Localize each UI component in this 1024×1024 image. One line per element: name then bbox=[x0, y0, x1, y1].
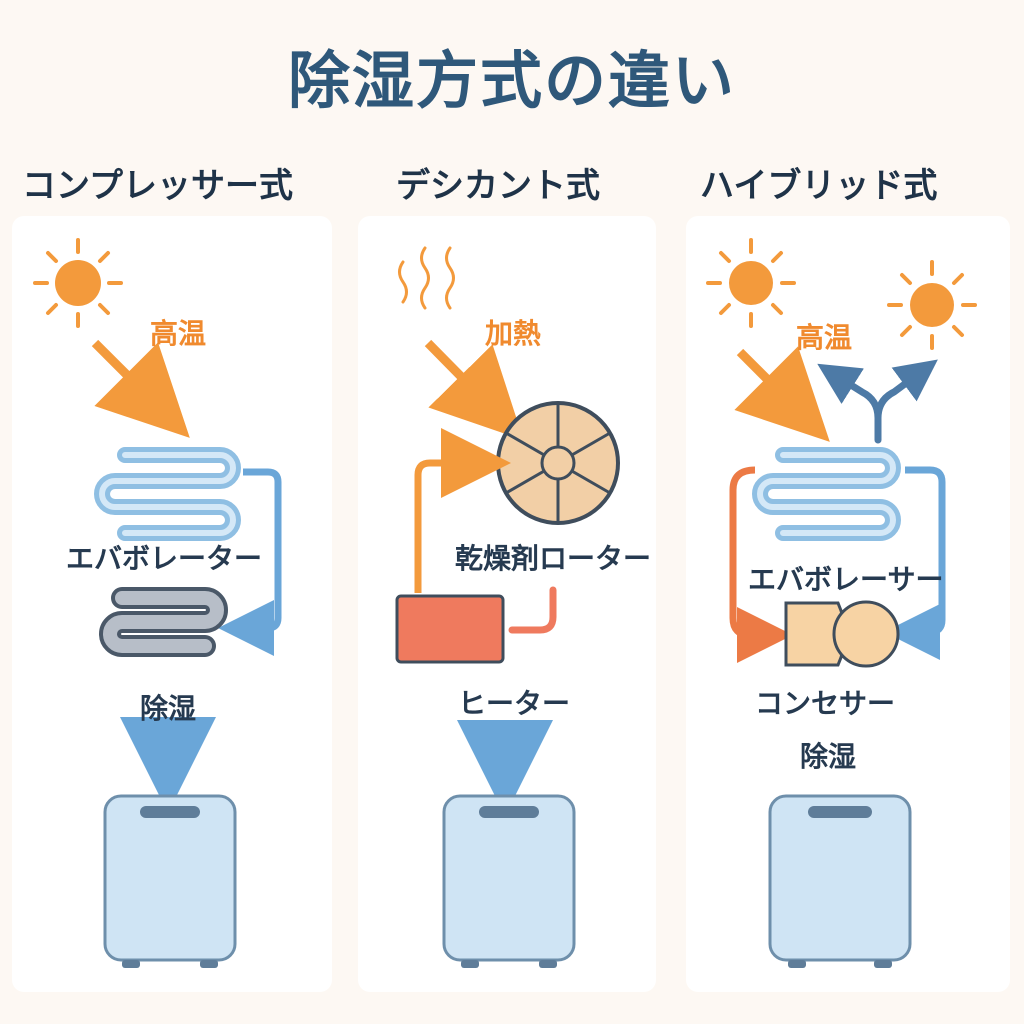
heading-desiccant: デシカント式 bbox=[396, 166, 600, 206]
heading-hybrid: ハイブリッド式 bbox=[700, 166, 938, 206]
hot-flow-arrow bbox=[729, 466, 793, 663]
page-title: 除湿方式の違い bbox=[287, 44, 736, 117]
heat-arrow bbox=[734, 346, 830, 442]
exhaust-pipe bbox=[508, 586, 557, 634]
heat-label: 高温 bbox=[150, 317, 207, 350]
evaporator-coil-icon bbox=[752, 447, 901, 541]
evaporator-coil-icon bbox=[94, 447, 241, 541]
sun-icon bbox=[887, 260, 977, 350]
refrigerant-flow-arrow bbox=[218, 468, 282, 656]
desiccant-rotor-icon bbox=[496, 401, 620, 525]
dehumidifier-unit-icon bbox=[442, 794, 576, 968]
cold-flow-arrow bbox=[884, 466, 946, 660]
heater-icon bbox=[395, 594, 505, 664]
condenser-coil-icon bbox=[99, 587, 228, 657]
dehumidifier-unit-icon bbox=[768, 794, 912, 968]
sun-icon bbox=[33, 238, 123, 328]
component2-label: ヒーター bbox=[458, 687, 571, 720]
dehumidifier-unit-icon bbox=[103, 794, 237, 968]
component1-label: 乾燥剤ローター bbox=[455, 542, 652, 575]
component2-label: コンセサー bbox=[755, 687, 896, 720]
split-arrow-icon bbox=[817, 359, 938, 444]
heading-compressor: コンプレッサー式 bbox=[22, 166, 293, 206]
heat-label: 加熱 bbox=[485, 317, 542, 350]
component1-label: エバボレーサー bbox=[748, 563, 944, 596]
heat-arrow bbox=[91, 339, 190, 438]
component2-label: 除湿 bbox=[140, 692, 197, 725]
heat-arrow bbox=[424, 339, 524, 441]
sun-icon bbox=[706, 238, 796, 328]
heat-waves-icon bbox=[398, 246, 455, 310]
heated-air-arrow bbox=[414, 428, 511, 593]
heat-label: 高温 bbox=[796, 321, 853, 354]
component3-label: 除湿 bbox=[800, 740, 857, 773]
condenser-lobes-icon bbox=[784, 600, 900, 668]
component1-label: エバボレーター bbox=[66, 542, 263, 575]
